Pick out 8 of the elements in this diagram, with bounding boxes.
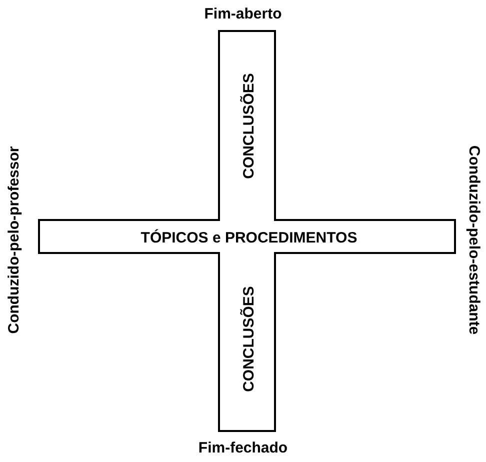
axis-end-label: Conduzido-pelo-professor: [6, 146, 22, 334]
bar-label: TÓPICOS e PROCEDIMENTOS: [140, 230, 358, 246]
bar-label: CONCLUSÕES: [240, 73, 258, 179]
axis-end-label: Conduzido-pelo-estudante: [466, 145, 482, 335]
axis-end-label: Fim-aberto: [204, 6, 282, 22]
horizontal-bar: [38, 219, 456, 254]
axis-end-label: Fim-fechado: [198, 440, 288, 456]
bar-label: CONCLUSÕES: [240, 286, 258, 392]
